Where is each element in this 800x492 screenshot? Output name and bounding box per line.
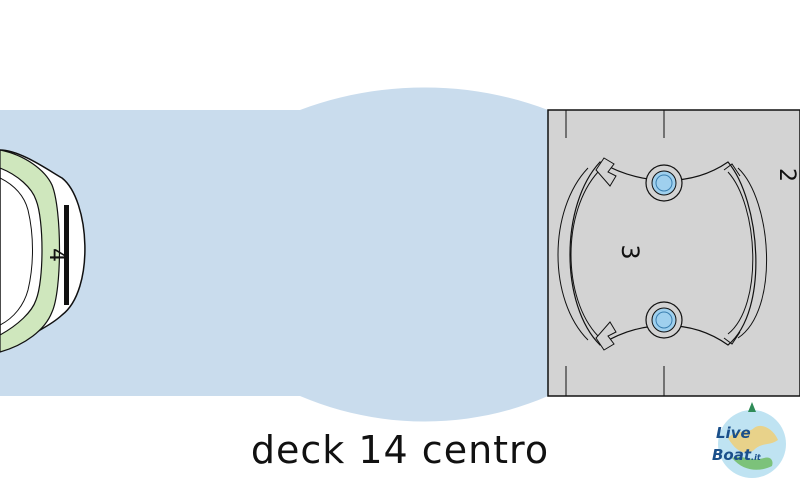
stair-bottom-right xyxy=(723,331,741,345)
stair-bottom-left xyxy=(595,321,617,351)
globe-icon xyxy=(718,402,786,478)
jacuzzi-bottom xyxy=(645,301,683,339)
seating-arc-outer xyxy=(557,167,589,341)
deck-caption: deck 14 centro xyxy=(250,428,550,472)
left-bar-marker xyxy=(64,205,69,305)
logo-text-boat: Boat.it xyxy=(712,446,761,464)
label-area-3: 3 xyxy=(616,244,644,259)
logo-text-live: Live xyxy=(716,424,751,442)
stair-top-right xyxy=(723,163,741,177)
stair-top-left xyxy=(595,157,617,187)
label-area-4: 4 xyxy=(44,248,69,262)
left-section: 4 xyxy=(0,149,86,353)
left-inner-arc xyxy=(0,177,33,326)
deck-hull-area xyxy=(0,87,548,422)
center-bowl xyxy=(569,161,757,346)
left-green-ring xyxy=(0,149,61,353)
liveboat-logo: Live Boat.it xyxy=(708,398,796,486)
jacuzzi-top xyxy=(645,164,683,202)
seating-arc-inner xyxy=(570,171,599,337)
right-arc-inner xyxy=(727,171,754,335)
label-area-2: 2 xyxy=(774,168,799,182)
right-arc-outer xyxy=(737,167,768,339)
right-section: 3 2 xyxy=(547,109,800,397)
